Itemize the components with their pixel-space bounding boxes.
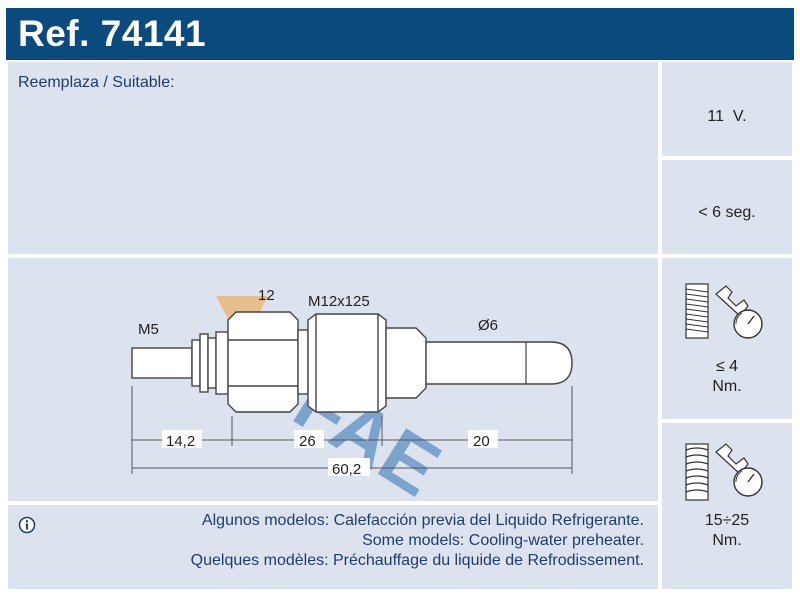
voltage-panel	[660, 60, 794, 158]
time-value: < 6 seg.	[698, 204, 756, 221]
info-icon	[18, 516, 36, 534]
dimension-c: 20	[473, 433, 490, 450]
torque-small-panel	[660, 256, 794, 421]
thread-wrench-icon	[685, 443, 763, 501]
diameter-label: Ø6	[478, 317, 498, 334]
suitable-panel	[6, 60, 660, 256]
note-spanish: Algunos modelos: Calefacción previa del …	[201, 512, 644, 529]
torque-large-value: 15÷25	[704, 512, 750, 529]
time-panel	[660, 158, 794, 256]
suitable-label: Reemplaza / Suitable:	[18, 74, 175, 91]
voltage-value: 11 V.	[707, 108, 747, 125]
hex-label: 12	[258, 287, 275, 304]
torque-small-value: ≤ 4	[715, 358, 739, 375]
spark-plug-wrench-icon	[685, 283, 763, 339]
reference-title: Ref. 74141	[18, 13, 207, 54]
note-french: Quelques modèles: Préchauffage du liquid…	[190, 552, 644, 569]
glow-plug-drawing: FAE 12 M12x125 M5	[131, 287, 573, 503]
drawing-panel	[6, 256, 660, 503]
torque-large-panel	[660, 421, 794, 591]
notes-panel	[6, 503, 660, 591]
torque-small-unit: Nm.	[712, 378, 742, 395]
thread-label: M12x125	[308, 293, 370, 310]
dimension-total: 60,2	[332, 461, 361, 478]
product-sheet: Ref. 74141 Reemplaza / Suitable: 11 V. <…	[6, 8, 794, 591]
dimension-a: 14,2	[166, 433, 195, 450]
terminal-label: M5	[138, 321, 159, 338]
header-bar: Ref. 74141	[6, 8, 794, 60]
note-english: Some models: Cooling-water preheater.	[362, 532, 644, 549]
dimension-b: 26	[299, 433, 316, 450]
torque-large-unit: Nm.	[712, 532, 742, 549]
